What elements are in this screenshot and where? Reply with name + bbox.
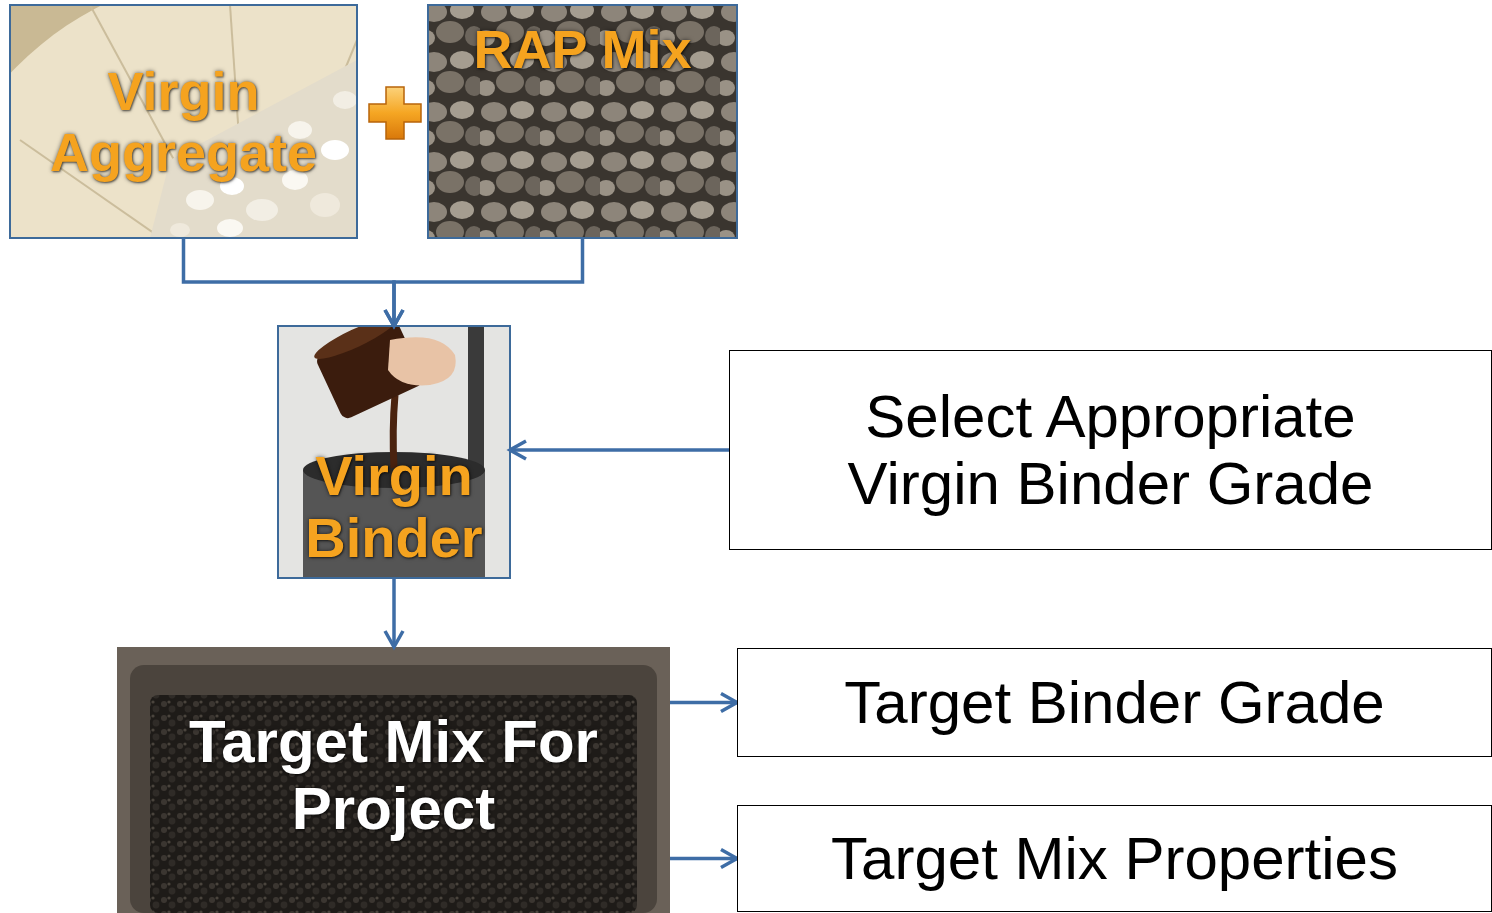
rap-photo-box: RAP Mix	[428, 5, 737, 238]
output-box: Target Binder Grade	[737, 648, 1492, 757]
node-label: Target Mix For Project	[137, 708, 650, 842]
connector-arrow	[670, 701, 737, 705]
connector-arrow	[670, 857, 737, 861]
pebble	[310, 193, 340, 217]
connector-arrow	[394, 238, 583, 326]
node-label: RAP Mix	[473, 19, 691, 79]
pebble	[217, 219, 243, 237]
connector-arrow	[510, 448, 729, 452]
rap-rocks	[428, 5, 737, 238]
pebble	[333, 91, 357, 109]
plus-symbol	[369, 87, 421, 139]
photo-frame	[428, 5, 737, 238]
aggregate-photo	[10, 5, 357, 238]
connector-arrow	[392, 578, 396, 647]
binder-photo-box: Virgin Binder	[278, 326, 510, 578]
hand	[388, 337, 456, 385]
rap-photo	[428, 5, 737, 238]
pebble	[246, 199, 278, 221]
pebble	[170, 223, 190, 237]
photo-frame	[10, 5, 357, 238]
aggregate-photo-box: Virgin Aggregate	[10, 5, 357, 238]
pan	[130, 665, 657, 913]
node-label: Target Binder Grade	[844, 669, 1384, 736]
pebble	[321, 140, 349, 160]
node-label: Select Appropriate Virgin Binder Grade	[790, 383, 1431, 517]
sample-splitter	[10, 5, 357, 238]
node-label: Virgin Aggregate	[22, 61, 345, 182]
photo-ground	[278, 326, 510, 578]
jar-rim	[311, 326, 400, 365]
connector-arrow	[184, 238, 395, 326]
photo-ground	[117, 647, 670, 913]
mix-photo-box: Target Mix For Project	[117, 647, 670, 913]
node-label: Virgin Binder	[284, 445, 504, 570]
node-label: Target Mix Properties	[831, 825, 1398, 892]
output-box: Target Mix Properties	[737, 805, 1492, 912]
process-box: Select Appropriate Virgin Binder Grade	[729, 350, 1492, 550]
photo-frame	[278, 326, 510, 578]
pebble	[186, 190, 214, 210]
mix-photo	[117, 647, 670, 913]
binder-photo	[278, 326, 510, 578]
